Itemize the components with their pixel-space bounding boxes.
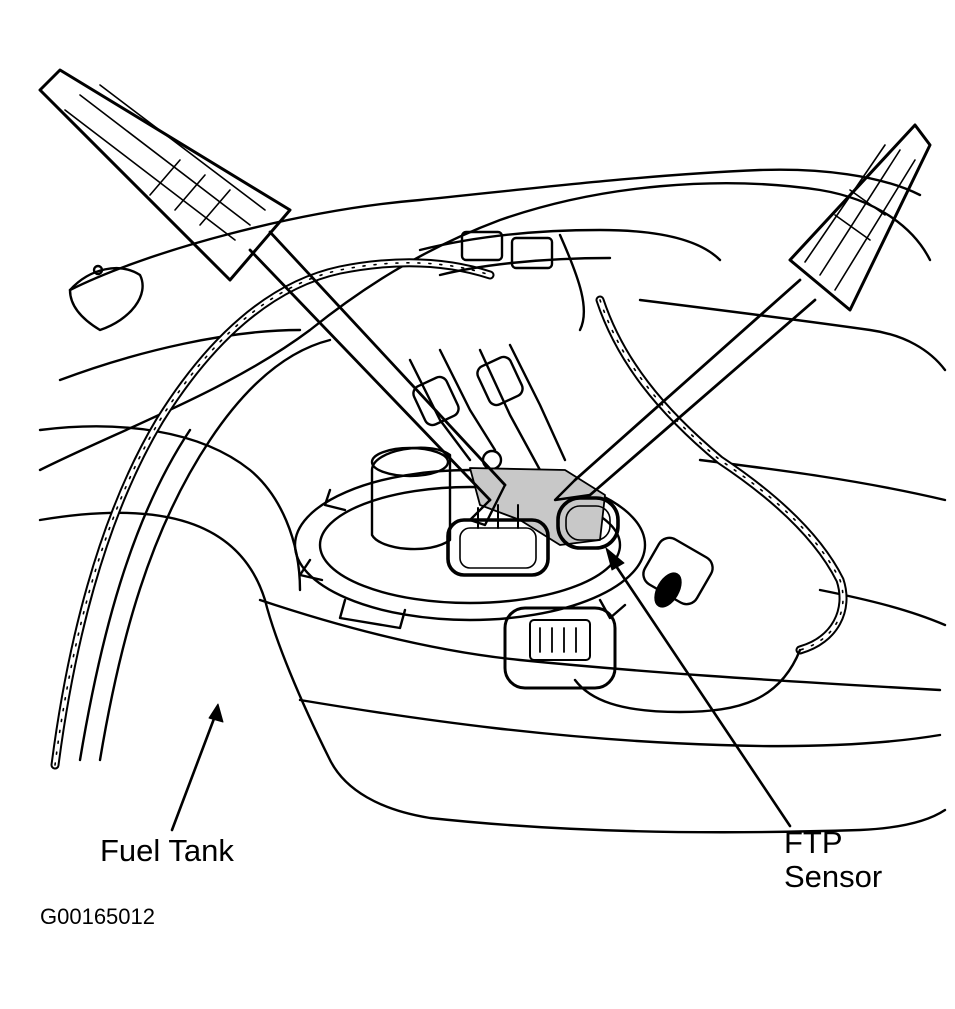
right-screwdriver-handle [790, 125, 930, 310]
tank-body-outline [40, 183, 945, 832]
ftp-sensor-label: FTP Sensor [784, 825, 883, 895]
pump-canister-top [372, 448, 448, 476]
line-clip [462, 232, 502, 260]
tank-stud [94, 266, 102, 274]
right-screwdriver-shaft [575, 280, 815, 495]
tank-ridge-front [260, 600, 940, 746]
lock-ring-tabs [300, 490, 625, 628]
ftp-sensor-label-line1: FTP [784, 825, 843, 860]
right-harness-ribs [600, 300, 843, 650]
ftp-sensor-leader [612, 560, 790, 826]
front-connector [505, 608, 615, 688]
left-screwdriver [40, 70, 505, 525]
ftp-sensor-arrowhead [606, 548, 624, 570]
left-strap [80, 340, 330, 760]
pump-canister [372, 448, 450, 549]
left-screwdriver-handle [40, 70, 290, 280]
tank-upper-flange [70, 170, 920, 290]
fuel-tank-label: Fuel Tank [100, 833, 234, 868]
module-line-left [410, 350, 495, 460]
quick-connector-right [475, 354, 525, 407]
ftp-sensor-label-line2: Sensor [784, 859, 883, 895]
figure-code: G00165012 [40, 904, 155, 929]
fuel-tank-arrowhead [209, 704, 223, 722]
line-clip-2 [512, 238, 552, 268]
module-line-right [480, 345, 565, 470]
pump-module-plate [320, 487, 620, 603]
right-screwdriver [555, 125, 930, 500]
fuel-tank-leader [172, 716, 215, 830]
fuel-lines [420, 230, 720, 330]
left-screwdriver-shaft [250, 232, 505, 500]
front-connector-wire [575, 650, 800, 712]
ftp-sensor [558, 498, 618, 548]
tank-contour-right [640, 300, 945, 625]
module-bolt [483, 451, 501, 469]
tank-ridge-left [40, 330, 300, 590]
harness-connector [639, 533, 717, 608]
quick-connector-left [411, 374, 461, 427]
tank-pocket [70, 268, 143, 330]
